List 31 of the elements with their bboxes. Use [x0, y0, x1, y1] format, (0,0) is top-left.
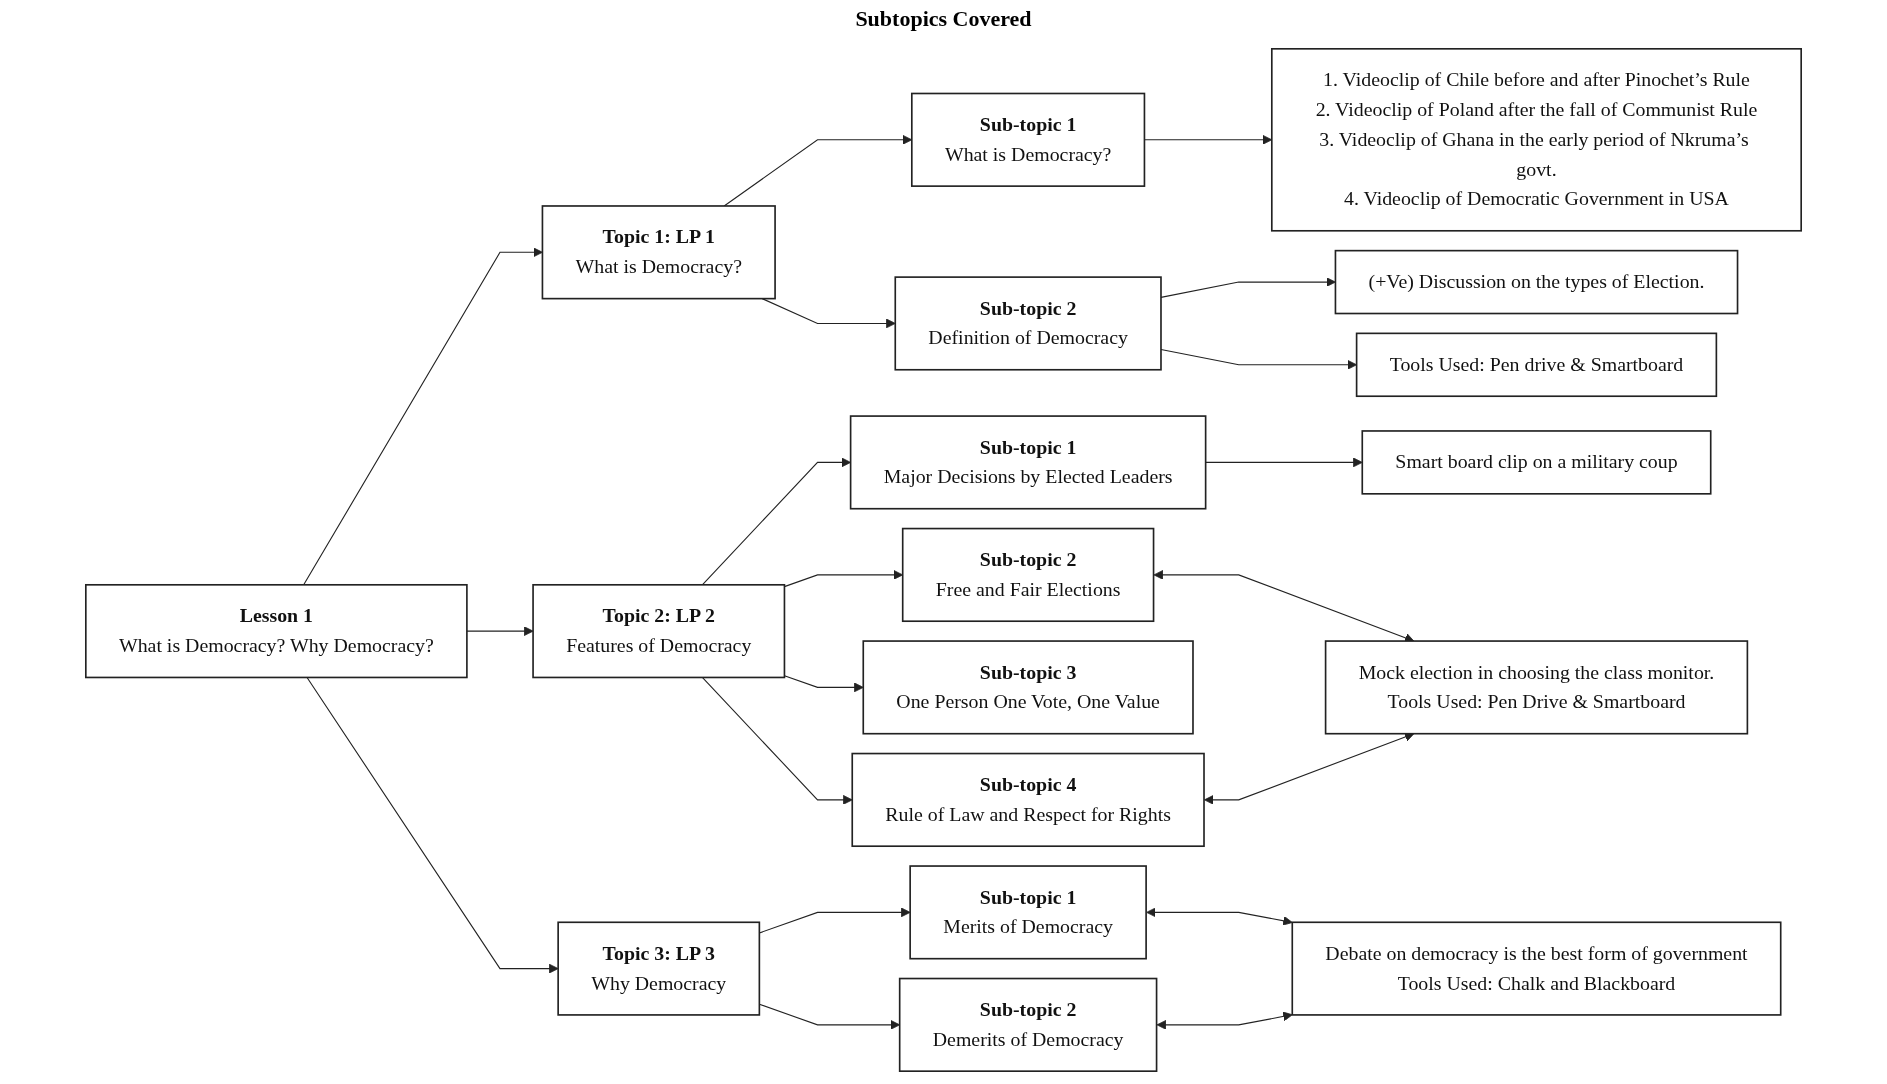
node-box: Lesson 1 What is Democracy? Why Democracy?	[85, 584, 468, 679]
node-box: Sub-topic 2 Demerits of Democracy	[898, 977, 1158, 1072]
node-box: Topic 1: LP 1 What is Democracy?	[541, 205, 776, 300]
arrow	[303, 247, 543, 586]
node-box: (+Ve) Discussion on the types of Election.	[1334, 249, 1739, 315]
arrow	[466, 626, 534, 636]
node-box: Smart board clip on a military coup	[1361, 430, 1712, 495]
arrow	[1204, 732, 1415, 805]
node-box: Sub-topic 3 One Person One Vote, One Value	[862, 640, 1194, 735]
node-box: 1. Videoclip of Chile before and after Pinochet’s Rule 2. Videoclip of Poland after the fall of Communist Rule 3. Videoclip of Ghana in the early period of Nkruma’s govt. 4. Videoclip of Democratic Government in USA	[1271, 48, 1802, 232]
node-box: Sub-topic 2 Definition of Democracy	[894, 276, 1162, 371]
arrow	[783, 675, 864, 693]
arrow	[1153, 570, 1415, 643]
arrow	[1160, 277, 1336, 298]
arrow	[701, 676, 853, 805]
node-box: Sub-topic 2 Free and Fair Elections	[901, 527, 1155, 623]
node-box: Sub-topic 4 Rule of Law and Respect for Rights	[851, 752, 1205, 847]
node-box: Tools Used: Pen drive & Smartboard	[1355, 332, 1718, 398]
arrow	[1205, 457, 1363, 468]
node-box: Sub-topic 1 Major Decisions by Elected Leaders	[849, 415, 1207, 510]
node-box: Sub-topic 1 What is Democracy?	[911, 92, 1146, 187]
node-box: Topic 3: LP 3 Why Democracy	[557, 921, 761, 1016]
arrow	[1146, 907, 1293, 926]
arrow	[761, 298, 896, 329]
node-box: Debate on democracy is the best form of government Tools Used: Chalk and Blackboard	[1291, 921, 1782, 1016]
arrow	[1156, 1011, 1293, 1030]
node-box: Topic 2: LP 2 Features of Democracy	[532, 584, 786, 679]
node-box: Mock election in choosing the class monitor. Tools Used: Pen Drive & Smartboard	[1324, 640, 1749, 735]
arrow	[306, 676, 559, 974]
node-box: Sub-topic 1 Merits of Democracy	[909, 865, 1147, 960]
column-heading: Subtopics Covered	[855, 6, 1032, 31]
